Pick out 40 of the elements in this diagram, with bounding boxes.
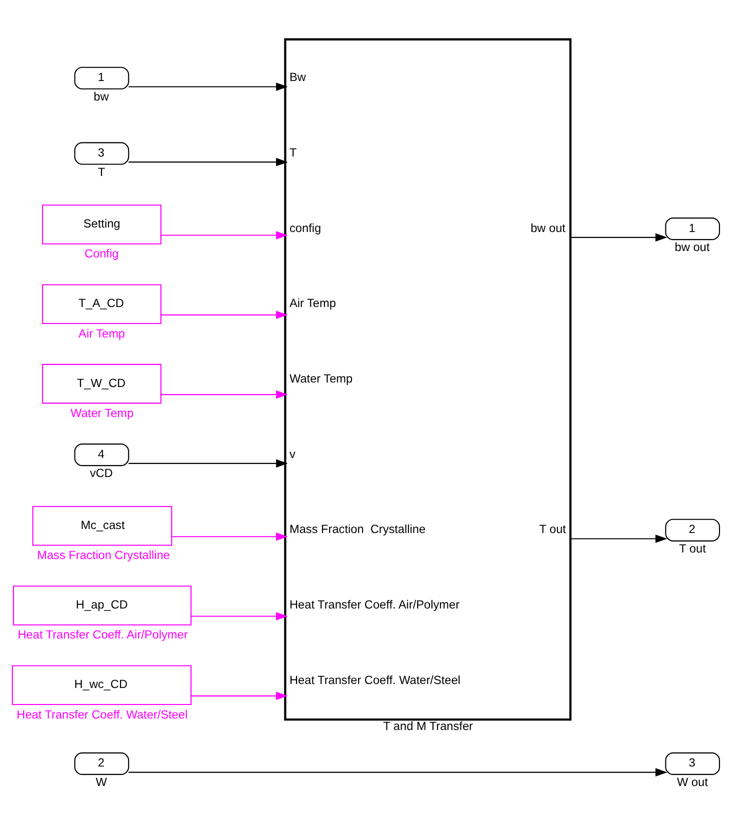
node-box: T_W_CD [42,363,162,404]
node-label: bw out [674,240,710,254]
node-label: Mass Fraction Crystalline [37,548,170,562]
node-box: 2 [665,518,720,541]
node-box: 3 [665,752,720,775]
node-box: H_ap_CD [12,585,192,625]
node-label: Heat Transfer Coeff. Water/Steel [16,706,188,721]
node-box: T_A_CD [42,284,162,324]
node-box: 1 [74,66,130,89]
arrow [191,691,288,700]
arrow [172,532,288,540]
node-box: Bw T config bw out Air Temp Water Temp v Mass Fraction Crystalline T out Heat Transfer Coeff. Air/Polymer Heat Transfer Coeff. Water/Steel [284,38,572,720]
node-label: Air Temp [78,326,126,340]
arrow [128,82,288,90]
node-box: Mc_cast [32,505,172,546]
arrow [569,534,668,542]
arrow [128,768,668,776]
node-label: T [98,164,106,178]
node-label: Heat Transfer Coeff. Air/Polymer [18,627,188,642]
node-box: 2 [74,752,130,775]
node-label: T out [679,541,706,556]
node-label: bw [94,89,109,104]
node-label: vCD [90,466,113,480]
arrow [128,157,288,166]
arrow [160,310,288,319]
node-box: 4 [74,443,130,466]
node-box: H_wc_CD [12,664,192,705]
node-box: 1 [665,217,720,240]
node-label: W out [676,774,708,789]
node-label: T and M Transfer [383,718,473,733]
arrow [160,230,288,239]
node-box: Setting [42,204,162,244]
arrow [160,390,288,398]
arrow [128,458,288,468]
node-box: 3 [74,142,130,164]
arrow [569,232,668,242]
arrow [191,612,288,620]
node-label: Water Temp [70,405,134,420]
node-label: W [96,774,107,789]
node-label: Config [84,246,119,260]
